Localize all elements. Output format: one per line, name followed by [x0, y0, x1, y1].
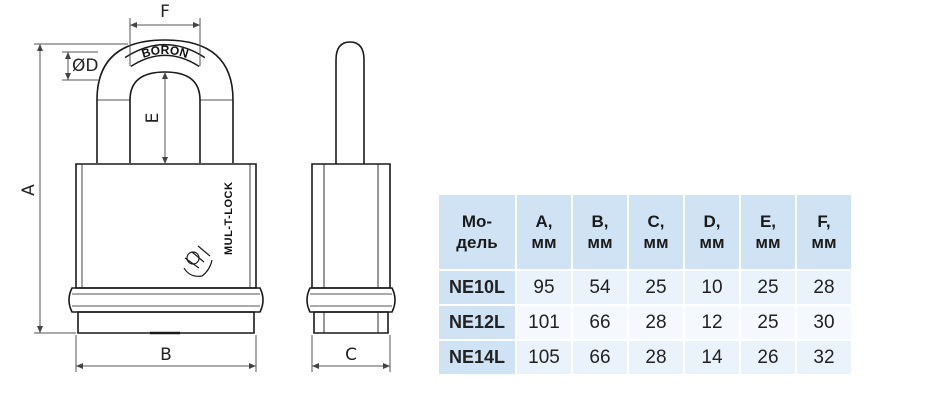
header-d: D,мм	[683, 193, 741, 271]
cell-c: 28	[627, 304, 685, 341]
row-model: NE14L	[437, 339, 517, 376]
cell-e: 25	[739, 304, 797, 341]
cell-c: 25	[627, 269, 685, 306]
cell-d: 12	[683, 304, 741, 341]
cell-a: 105	[515, 339, 573, 376]
side-view	[306, 41, 396, 334]
cell-f: 28	[795, 269, 853, 306]
header-a: A,мм	[515, 193, 573, 271]
bottom-ring	[68, 287, 264, 313]
boron-badge: BORON	[124, 43, 206, 68]
svg-text:BORON: BORON	[140, 43, 190, 61]
dimension-lines	[34, 18, 391, 372]
dim-label-b: B	[160, 345, 172, 365]
dim-label-c: C	[345, 345, 357, 365]
cell-f: 30	[795, 304, 853, 341]
header-e: E,мм	[739, 193, 797, 271]
cell-a: 95	[515, 269, 573, 306]
header-b: B,мм	[571, 193, 629, 271]
cell-b: 54	[571, 269, 629, 306]
cell-d: 10	[683, 269, 741, 306]
cell-e: 25	[739, 269, 797, 306]
cell-a: 101	[515, 304, 573, 341]
cell-c: 28	[627, 339, 685, 376]
dim-label-d: ØD	[72, 56, 98, 76]
table-header-row: Мо-дель A,мм B,мм C,мм D,мм E,мм F,мм	[437, 193, 853, 271]
table-row: NE10L 95 54 25 10 25 28	[437, 269, 853, 306]
shackle-brand: BORON	[140, 43, 190, 61]
cell-b: 66	[571, 304, 629, 341]
row-model: NE10L	[437, 269, 517, 306]
cell-d: 14	[683, 339, 741, 376]
side-shackle	[335, 41, 365, 164]
table-row: NE14L 105 66 28 14 26 32	[437, 339, 853, 376]
row-model: NE12L	[437, 304, 517, 341]
key-logo-icon	[183, 245, 213, 277]
dim-label-a: A	[19, 184, 39, 196]
front-view	[68, 39, 264, 335]
spec-table: Мо-дель A,мм B,мм C,мм D,мм E,мм F,мм NE…	[437, 193, 853, 376]
dim-label-f: F	[160, 2, 170, 22]
shackle	[96, 39, 234, 163]
header-model: Мо-дель	[437, 193, 517, 271]
cell-b: 66	[571, 339, 629, 376]
table-row: NE12L 101 66 28 12 25 30	[437, 304, 853, 341]
cell-e: 26	[739, 339, 797, 376]
cell-f: 32	[795, 339, 853, 376]
body-brand: MUL-T-LOCK	[223, 182, 235, 255]
header-c: C,мм	[627, 193, 685, 271]
dim-label-e: E	[143, 113, 163, 124]
header-f: F,мм	[795, 193, 853, 271]
